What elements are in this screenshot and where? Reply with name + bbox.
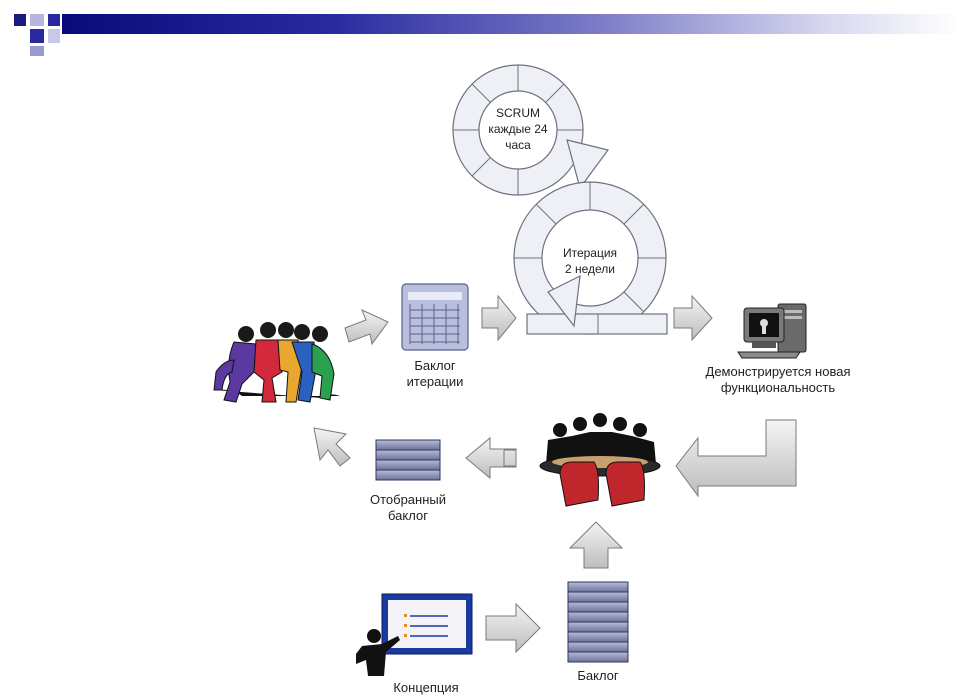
scrum-daily-cycle <box>452 64 610 196</box>
scrum-cycle-label: SCRUM каждые 24 часа <box>478 105 558 153</box>
iteration-backlog-sheet-icon <box>401 283 469 351</box>
scrum-cycle-line2: каждые 24 <box>488 122 548 136</box>
arrow-meeting-to-selected-backlog <box>465 436 517 480</box>
selected-backlog-label: Отобранный баклог <box>358 492 458 524</box>
demo-line2: функциональность <box>720 380 836 395</box>
concept-presentation-icon <box>356 593 473 676</box>
backlog-stack-icon <box>567 581 629 663</box>
iteration-cycle <box>513 181 668 335</box>
computer-icon <box>737 303 807 359</box>
header-square-6 <box>48 29 60 43</box>
arrow-backlog-to-meeting <box>568 521 624 569</box>
scrum-cycle-line3: часа <box>505 138 531 152</box>
header-square-1 <box>14 14 26 26</box>
iteration-backlog-label: Баклог итерации <box>385 358 485 390</box>
demo-line1: Демонстрируется новая <box>705 364 851 379</box>
arrow-selected-backlog-to-team <box>313 427 351 467</box>
header-square-3 <box>48 14 60 26</box>
selected-backlog-stack-icon <box>375 439 441 481</box>
selected-backlog-line1: Отобранный <box>369 492 447 507</box>
team-huddle-icon <box>213 322 340 403</box>
header-bar <box>62 14 960 34</box>
arrow-concept-to-backlog <box>485 602 541 654</box>
header-square-5 <box>30 46 44 56</box>
arrow-cycle-to-demo <box>673 294 713 342</box>
concept-label: Концепция <box>393 680 459 695</box>
iteration-backlog-line2: итерации <box>406 374 464 389</box>
header-square-2 <box>30 14 44 26</box>
header-square-4 <box>30 29 44 43</box>
selected-backlog-line2: баклог <box>388 508 428 523</box>
iteration-cycle-line2: 2 недели <box>564 262 616 276</box>
arrow-iteration-backlog-to-cycle <box>481 294 517 342</box>
meeting-people-icon <box>539 413 661 507</box>
iteration-cycle-label: Итерация 2 недели <box>550 245 630 277</box>
iteration-cycle-line1: Итерация <box>562 246 618 260</box>
iteration-backlog-line1: Баклог <box>414 358 456 373</box>
backlog-label: Баклог <box>577 668 619 683</box>
demo-label: Демонстрируется новая функциональность <box>690 364 866 396</box>
arrow-demo-to-meeting <box>675 419 797 498</box>
arrow-team-to-iteration-backlog <box>344 309 389 346</box>
scrum-cycle-line1: SCRUM <box>496 106 540 120</box>
